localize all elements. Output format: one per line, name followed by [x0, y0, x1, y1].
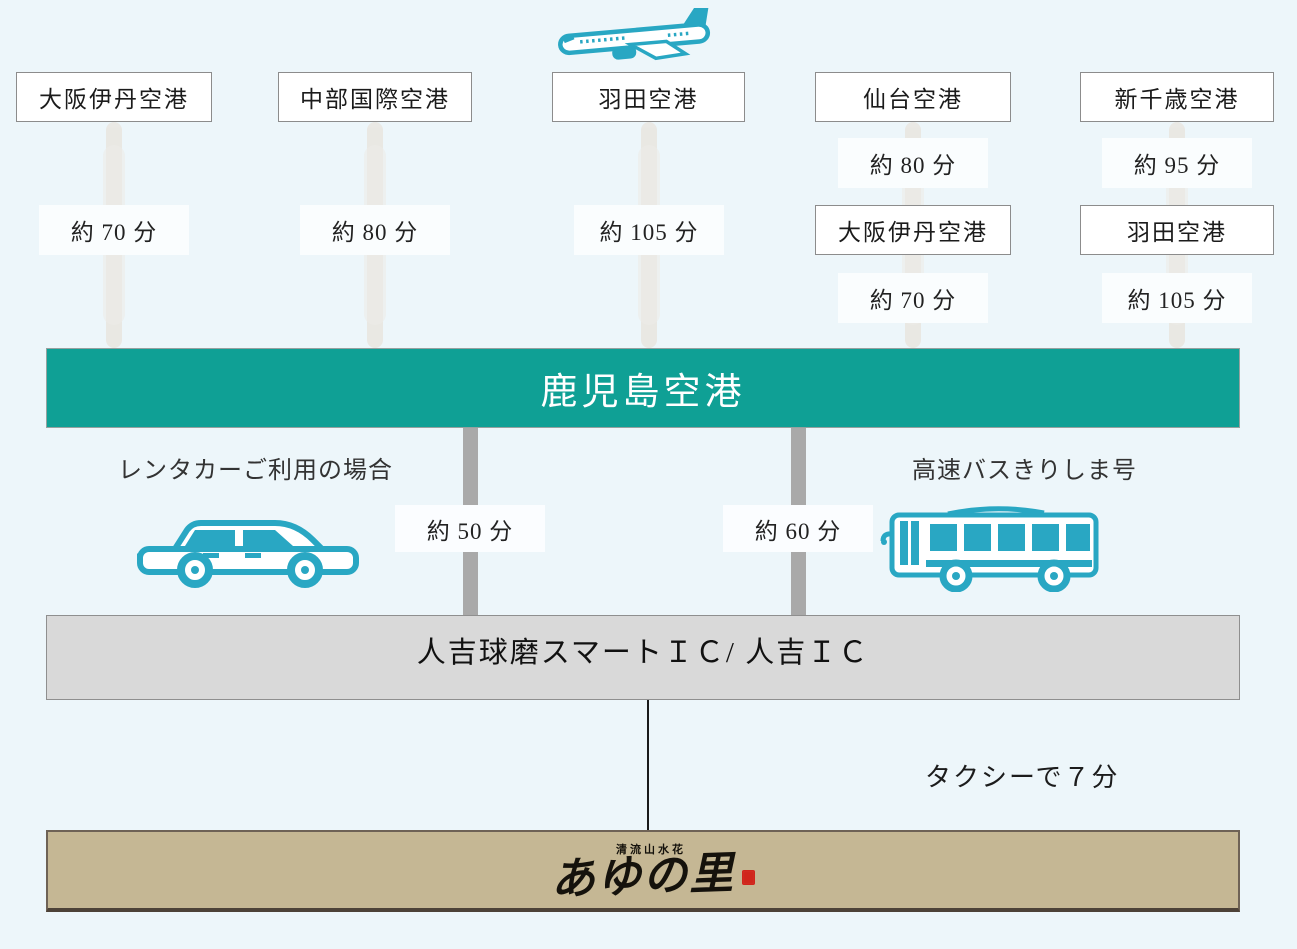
duration-label-chitose-leg2: 約 105 分: [1102, 273, 1252, 323]
logo-name: あゆの里: [550, 848, 736, 905]
duration-label-car: 約 50 分: [395, 505, 545, 552]
interchange-bar: 人吉球磨スマートＩＣ/ 人吉ＩＣ: [46, 615, 1240, 700]
airport-box-chitose-via-haneda: 羽田空港: [1080, 205, 1274, 255]
duration-label-sendai-leg1: 約 80 分: [838, 138, 988, 188]
duration-label-bus: 約 60 分: [723, 505, 873, 552]
duration-label-chitose-leg1: 約 95 分: [1102, 138, 1252, 188]
airport-box-itami: 大阪伊丹空港: [16, 72, 212, 122]
airport-box-sendai-via-itami: 大阪伊丹空港: [815, 205, 1011, 255]
red-seal-icon: [742, 870, 755, 885]
airplane-icon: [556, 8, 716, 66]
logo-tagline: 清流山水花: [616, 844, 686, 856]
duration-label-haneda: 約 105 分: [574, 205, 724, 255]
destination-bar: 清流山水花 あゆの里: [46, 830, 1240, 912]
taxi-route-line: [647, 700, 649, 830]
duration-label-itami: 約 70 分: [39, 205, 189, 255]
car-icon: [133, 506, 365, 592]
ayunosato-logo: 清流山水花 あゆの里: [550, 841, 755, 905]
kagoshima-airport-bar: 鹿児島空港: [46, 348, 1240, 428]
airport-box-sendai: 仙台空港: [815, 72, 1011, 122]
airport-box-chitose: 新千歳空港: [1080, 72, 1274, 122]
bus-icon: [878, 504, 1106, 592]
duration-label-sendai-leg2: 約 70 分: [838, 273, 988, 323]
rental-car-label: レンタカーご利用の場合: [118, 457, 393, 484]
airport-box-chubu: 中部国際空港: [278, 72, 472, 122]
taxi-duration-label: タクシーで７分: [925, 763, 1120, 792]
duration-label-chubu: 約 80 分: [300, 205, 450, 255]
highway-bus-label: 高速バスきりしま号: [912, 457, 1137, 484]
airport-box-haneda: 羽田空港: [552, 72, 745, 122]
